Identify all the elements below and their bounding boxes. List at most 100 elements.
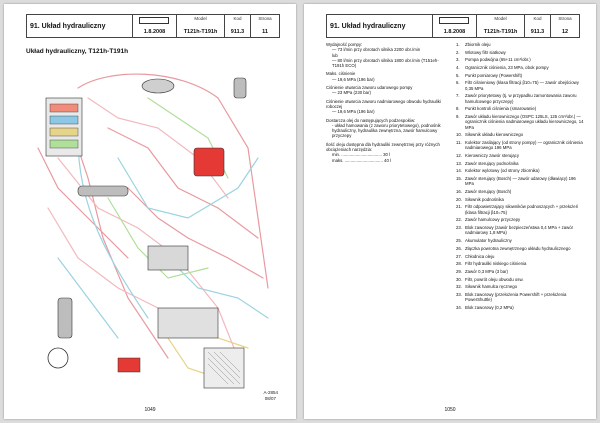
legend-item: 10.Siłownik układu kierowniczego bbox=[456, 132, 584, 137]
legend-item: 30.Filtr, powrót oleju obwodu osw. bbox=[456, 277, 584, 282]
legend-item: 21.Filtr odpowietrzający siłowników podn… bbox=[456, 204, 584, 215]
legend-number: 15. bbox=[456, 176, 462, 182]
spec-label: Ciśnienie otwarcia zaworu udarowego pomp… bbox=[326, 85, 413, 91]
legend-text: Punkt kontroli ciśnienia (smarowanie) bbox=[465, 106, 537, 112]
legend-item: 26.Złączka powrotna zewnętrznego układu … bbox=[456, 246, 584, 251]
legend-text: Złączka powrotna zewnętrznego układu hyd… bbox=[465, 245, 571, 251]
hydraulic-line bbox=[107, 127, 259, 239]
control-valve-section bbox=[49, 127, 79, 137]
page-header: 91. Układ hydrauliczny 1.8.2008 Model T1… bbox=[26, 14, 280, 38]
legend-number: 10. bbox=[456, 132, 462, 138]
spec-line: — 23 MPa (230 bar) bbox=[332, 90, 371, 96]
legend-item: 34.Blok zaworowy (0,2 MPa) bbox=[456, 305, 584, 310]
legend-text: Filtr odpowietrzający siłowników podnosz… bbox=[465, 204, 579, 215]
revision-stamp bbox=[439, 17, 469, 24]
page-number: 1050 bbox=[444, 407, 456, 413]
diagram-title: Układ hydrauliczny, T121h-T191h bbox=[26, 48, 129, 55]
spec-line: — 19,6 MPa (196 bar) bbox=[332, 109, 375, 115]
hydraulic-line bbox=[57, 257, 119, 339]
legend-text: Blok zaworowy (zawór bezpieczeństwa 0,4 … bbox=[465, 225, 574, 236]
legend-item: 9. Zawór układu kierowniczego (OSPC 125LS… bbox=[456, 114, 584, 130]
legend-item: 7.Zawór priorytetowy (tj. w przypadku za… bbox=[456, 93, 584, 104]
legend-item: 29.Zawór 0,3 MPa (3 bar) bbox=[456, 269, 584, 274]
legend-number: 33. bbox=[456, 291, 462, 297]
legend-number: 21. bbox=[456, 204, 462, 210]
figure-code: A-2854 bbox=[263, 390, 278, 395]
spec-line: — 80 l/min przy obrotach silnika 1800 ob… bbox=[332, 57, 439, 69]
legend-text: Blok zaworowy (0,2 MPa) bbox=[465, 304, 514, 310]
legend-number: 3. bbox=[456, 57, 460, 63]
legend-item: 15.Zawór sterujący (Bosch) — zawór udaro… bbox=[456, 176, 584, 187]
legend-number: 9. bbox=[456, 114, 460, 120]
page-cell: Strona 11 bbox=[251, 15, 279, 37]
page-number: 1049 bbox=[144, 407, 156, 413]
oil-filter bbox=[233, 77, 247, 99]
spec-label: Wydajność pompy: bbox=[326, 42, 363, 47]
spec-label: Maks. ciśnienie bbox=[326, 71, 356, 77]
spec-item: Wydajność pompy:— 73 l/min przy obrotach… bbox=[326, 42, 446, 68]
legend-number: 28. bbox=[456, 261, 462, 267]
legend-number: 25. bbox=[456, 238, 462, 244]
legend-text: Kolektor zasilający (od strony pompy) — … bbox=[465, 140, 583, 151]
hydraulic-diagram bbox=[37, 73, 269, 389]
revision-stamp bbox=[139, 17, 169, 24]
legend-text: Siłownik układu kierowniczego bbox=[465, 132, 524, 138]
legend-text: Zawór hamulcowy przyczepy bbox=[465, 217, 521, 223]
legend-text: Siłownik podnośnika bbox=[465, 196, 504, 202]
code-cell: Kod 911.3 bbox=[225, 15, 251, 37]
legend-number: 13. bbox=[456, 160, 462, 166]
legend-text: Siłownik hamulca ręcznego bbox=[465, 284, 518, 290]
spec-item: Ciśnienie otwarcia zaworu udarowego pomp… bbox=[326, 85, 446, 96]
legend-item: 14.Kolektor wylotowy (od strony zbiornik… bbox=[456, 168, 584, 173]
page-label: Strona bbox=[558, 16, 572, 21]
legend-item: 3.Pompa podwójna (65+11 cm³/obr.) bbox=[456, 57, 584, 62]
accumulator bbox=[141, 78, 175, 94]
code-value: 911.3 bbox=[230, 29, 245, 35]
hydraulic-line bbox=[67, 117, 169, 359]
legend-number: 32. bbox=[456, 284, 462, 290]
page-value: 12 bbox=[561, 29, 569, 35]
legend-text: Zawór sterujący (Bosch) — zawór udarowy … bbox=[465, 176, 576, 187]
legend-item: 28.Filtr hydrauliki niskiego ciśnienia bbox=[456, 261, 584, 266]
legend-text: Filtr ciśnieniowy (klasa filtracji β10=7… bbox=[465, 80, 579, 91]
legend-text: Filtr hydrauliki niskiego ciśnienia bbox=[465, 261, 527, 267]
legend-item: 20.Siłownik podnośnika bbox=[456, 197, 584, 202]
legend-number: 8. bbox=[456, 106, 460, 112]
legend-number: 29. bbox=[456, 268, 462, 274]
legend-number: 5. bbox=[456, 72, 460, 78]
legend-text: Zawór sterujący podnośnika bbox=[465, 160, 519, 166]
legend-item: 1.Zbiornik oleju bbox=[456, 42, 584, 47]
legend-item: 2.Wlotowy filtr siatkowy bbox=[456, 50, 584, 55]
legend-number: 16. bbox=[456, 189, 462, 195]
control-valve-section bbox=[49, 139, 79, 149]
hydraulic-line bbox=[117, 157, 259, 219]
code-value: 911.3 bbox=[530, 29, 545, 35]
legend-number: 34. bbox=[456, 304, 462, 310]
legend-text: Zawór układu kierowniczego (OSPC 125LS, … bbox=[465, 114, 584, 130]
right-page: 91. Układ hydrauliczny 1.8.2008 Model T1… bbox=[304, 4, 596, 419]
figure-date: 08/07 bbox=[264, 396, 276, 401]
spec-line: — 19,6 MPa (196 bar) bbox=[332, 76, 375, 82]
date-value: 1.8.2008 bbox=[443, 29, 466, 35]
legend-item: 23.Blok zaworowy (zawór bezpieczeństwa 0… bbox=[456, 225, 584, 236]
spec-item: Maks. ciśnienie— 19,6 MPa (196 bar) bbox=[326, 71, 446, 82]
spec-label: Ilość oleju dostępna dla hydrauliki zewn… bbox=[326, 141, 440, 153]
legend-item: 25.Akumulator hydrauliczny bbox=[456, 238, 584, 243]
hydraulic-line bbox=[77, 137, 149, 319]
page-value: 11 bbox=[262, 29, 268, 35]
left-page: 91. Układ hydrauliczny 1.8.2008 Model T1… bbox=[4, 4, 296, 419]
model-label: Model bbox=[194, 16, 207, 21]
reservoir-manifold bbox=[157, 307, 219, 339]
section-title: 91. Układ hydrauliczny bbox=[27, 15, 133, 37]
legend-item: 22.Zawór hamulcowy przyczepy bbox=[456, 217, 584, 222]
date-value: 1.8.2008 bbox=[143, 29, 166, 35]
spec-line: - układ hamowania (z zaworu priorytetowe… bbox=[332, 122, 441, 139]
model-cell: Model T121h-T191h bbox=[477, 15, 525, 37]
page-label: Strona bbox=[258, 16, 272, 21]
legend-number: 11. bbox=[456, 140, 462, 146]
legend-text: Ogranicznik ciśnienia, 23 MPa, obok pomp… bbox=[465, 65, 549, 71]
legend-item: 16.Zawór sterujący (Bosch) bbox=[456, 189, 584, 194]
legend-text: Kolektor wylotowy (od strony zbiornika) bbox=[465, 168, 540, 174]
legend-text: Punkt pomiarowy (Powershift) bbox=[465, 72, 523, 78]
legend-text: Akumulator hydrauliczny bbox=[465, 238, 512, 244]
